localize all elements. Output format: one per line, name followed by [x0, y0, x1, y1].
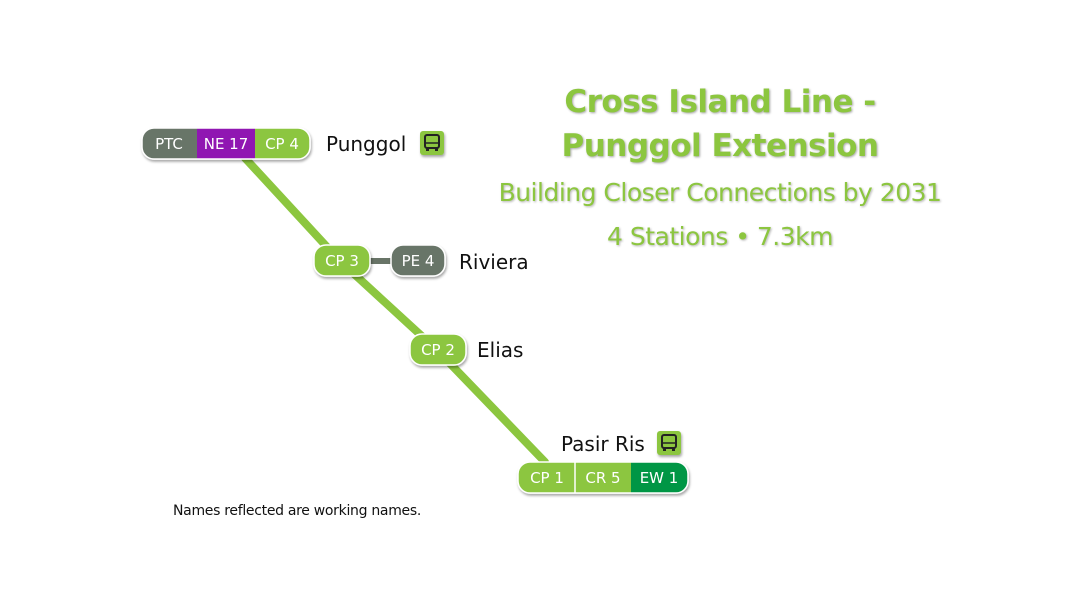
code-pe4: PE 4	[402, 252, 435, 270]
code-ne17: NE 17	[204, 135, 249, 153]
code-cr5: CR 5	[585, 469, 620, 487]
code-cp1: CP 1	[530, 469, 564, 487]
station-name-pasir-ris: Pasir Ris	[561, 432, 645, 456]
summary: 4 Stations • 7.3km	[607, 222, 834, 251]
station-elias[interactable]	[409, 333, 467, 366]
station-riviera[interactable]	[313, 244, 446, 277]
code-cp3: CP 3	[325, 252, 359, 270]
footnote: Names reflected are working names.	[173, 503, 421, 519]
station-name-elias: Elias	[477, 338, 523, 362]
station-pasir-ris[interactable]	[517, 461, 689, 494]
title-line-2: Punggol Extension	[561, 128, 880, 164]
bus-icon	[420, 131, 444, 155]
title-line-1: Cross Island Line -	[564, 84, 876, 120]
bus-icon	[657, 431, 681, 455]
code-ew1: EW 1	[640, 469, 679, 487]
station-name-riviera: Riviera	[459, 250, 529, 274]
station-name-punggol: Punggol	[326, 132, 406, 156]
code-ptc: PTC	[155, 135, 183, 153]
subtitle: Building Closer Connections by 2031	[498, 178, 942, 207]
line-track	[241, 154, 549, 466]
code-cp4: CP 4	[265, 135, 299, 153]
station-punggol[interactable]	[141, 127, 311, 160]
code-cp2: CP 2	[421, 341, 455, 359]
